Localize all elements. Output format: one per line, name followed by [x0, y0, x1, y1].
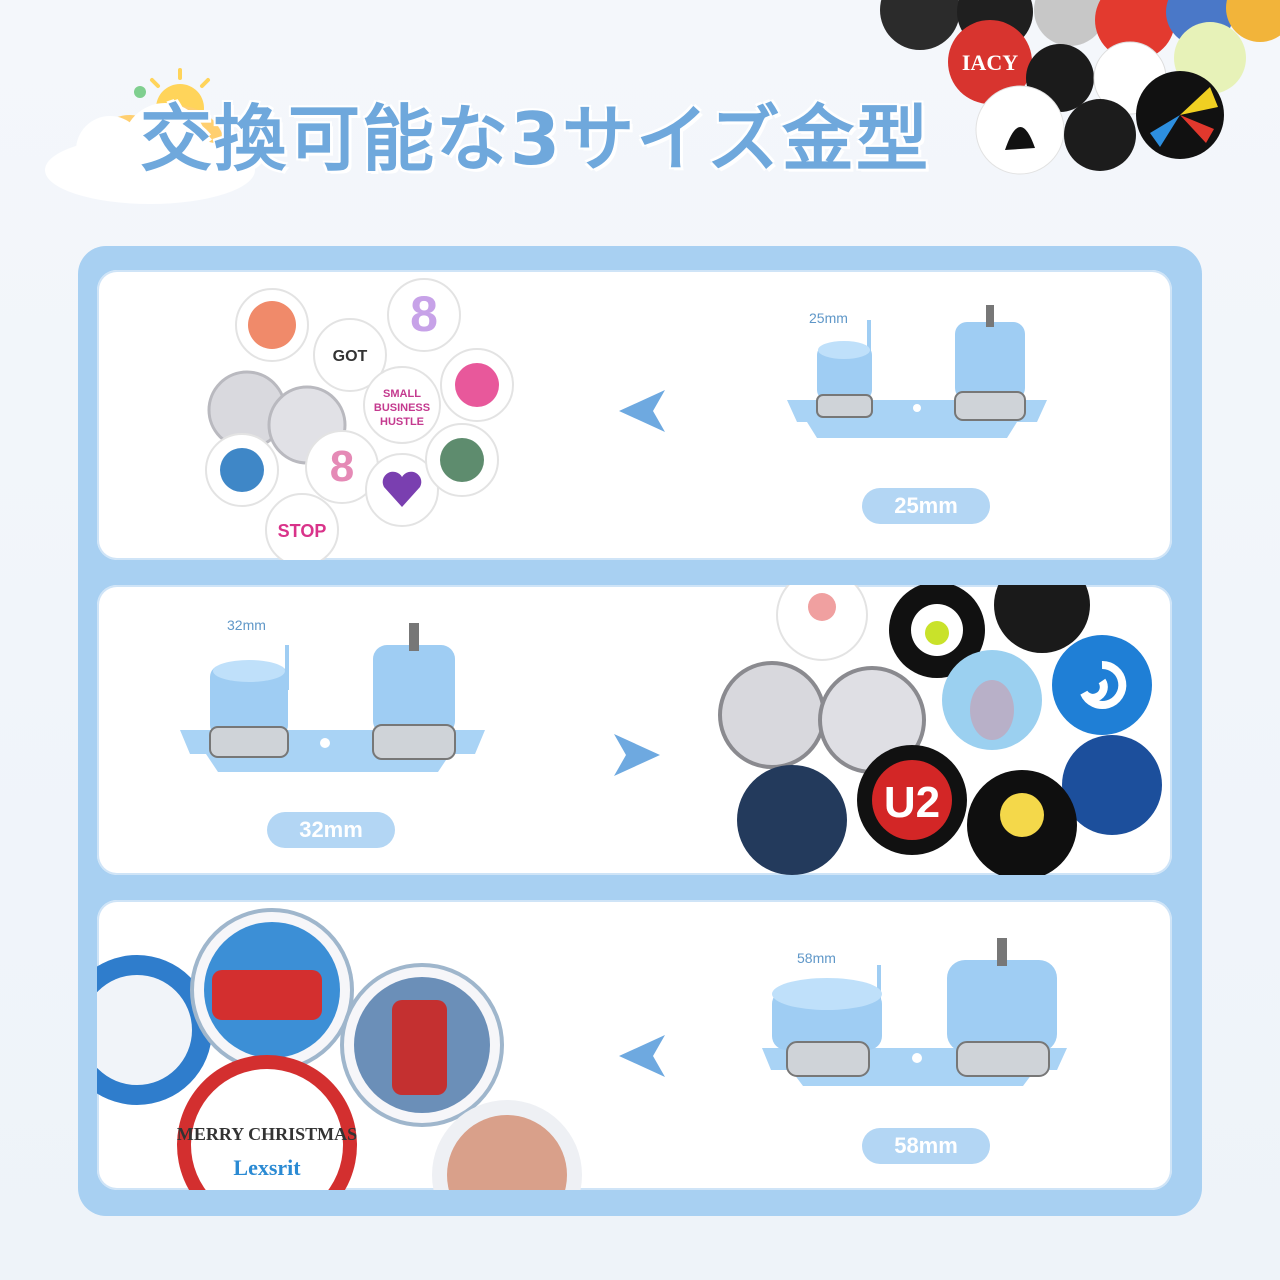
die-size-caption: 32mm — [227, 617, 266, 633]
page-title: 交換可能な3サイズ金型 — [140, 97, 930, 181]
svg-text:8: 8 — [330, 442, 354, 491]
die-press-25mm-image — [787, 305, 1047, 438]
lexsrit-text: Lexsrit — [233, 1155, 301, 1180]
size-panel-25mm: GOT 8 SMALL BUSINESS HUSTLE 8 STOP 25mm — [97, 270, 1172, 560]
badges-58mm-image: MERRY CHRISTMAS Lexsrit — [97, 908, 582, 1190]
svg-text:BUSINESS: BUSINESS — [374, 402, 430, 414]
die-press-32mm-image — [180, 623, 485, 772]
die-press-58mm-image — [762, 938, 1067, 1086]
size-panel-32mm: 32mm 32mm U2 — [97, 585, 1172, 875]
arrow-left-icon — [619, 1035, 665, 1077]
badges-25mm-image: GOT 8 SMALL BUSINESS HUSTLE 8 STOP — [205, 278, 514, 560]
svg-text:SMALL: SMALL — [383, 388, 421, 400]
badges-32mm-image: U2 — [718, 585, 1162, 875]
svg-text:8: 8 — [410, 286, 438, 342]
cloud-sun-illustration — [45, 68, 255, 204]
u2-badge-text: U2 — [884, 778, 940, 827]
iacy-badge-text: IACY — [962, 50, 1018, 75]
size-panel-58mm: MERRY CHRISTMAS Lexsrit 58mm 58mm — [97, 900, 1172, 1190]
stop-badge-text: STOP — [278, 521, 327, 541]
merry-christmas-text: MERRY CHRISTMAS — [177, 1124, 357, 1144]
arrow-left-icon — [619, 390, 665, 432]
svg-text:HUSTLE: HUSTLE — [380, 416, 424, 428]
die-size-caption: 25mm — [809, 310, 848, 326]
die-size-caption: 58mm — [797, 950, 836, 966]
button-badge-collage: IACY — [880, 0, 1280, 175]
size-pill-32mm: 32mm — [267, 812, 395, 848]
size-pill-25mm: 25mm — [862, 488, 990, 524]
size-pill-58mm: 58mm — [862, 1128, 990, 1164]
svg-text:GOT: GOT — [333, 348, 368, 365]
arrow-right-icon — [614, 734, 660, 776]
